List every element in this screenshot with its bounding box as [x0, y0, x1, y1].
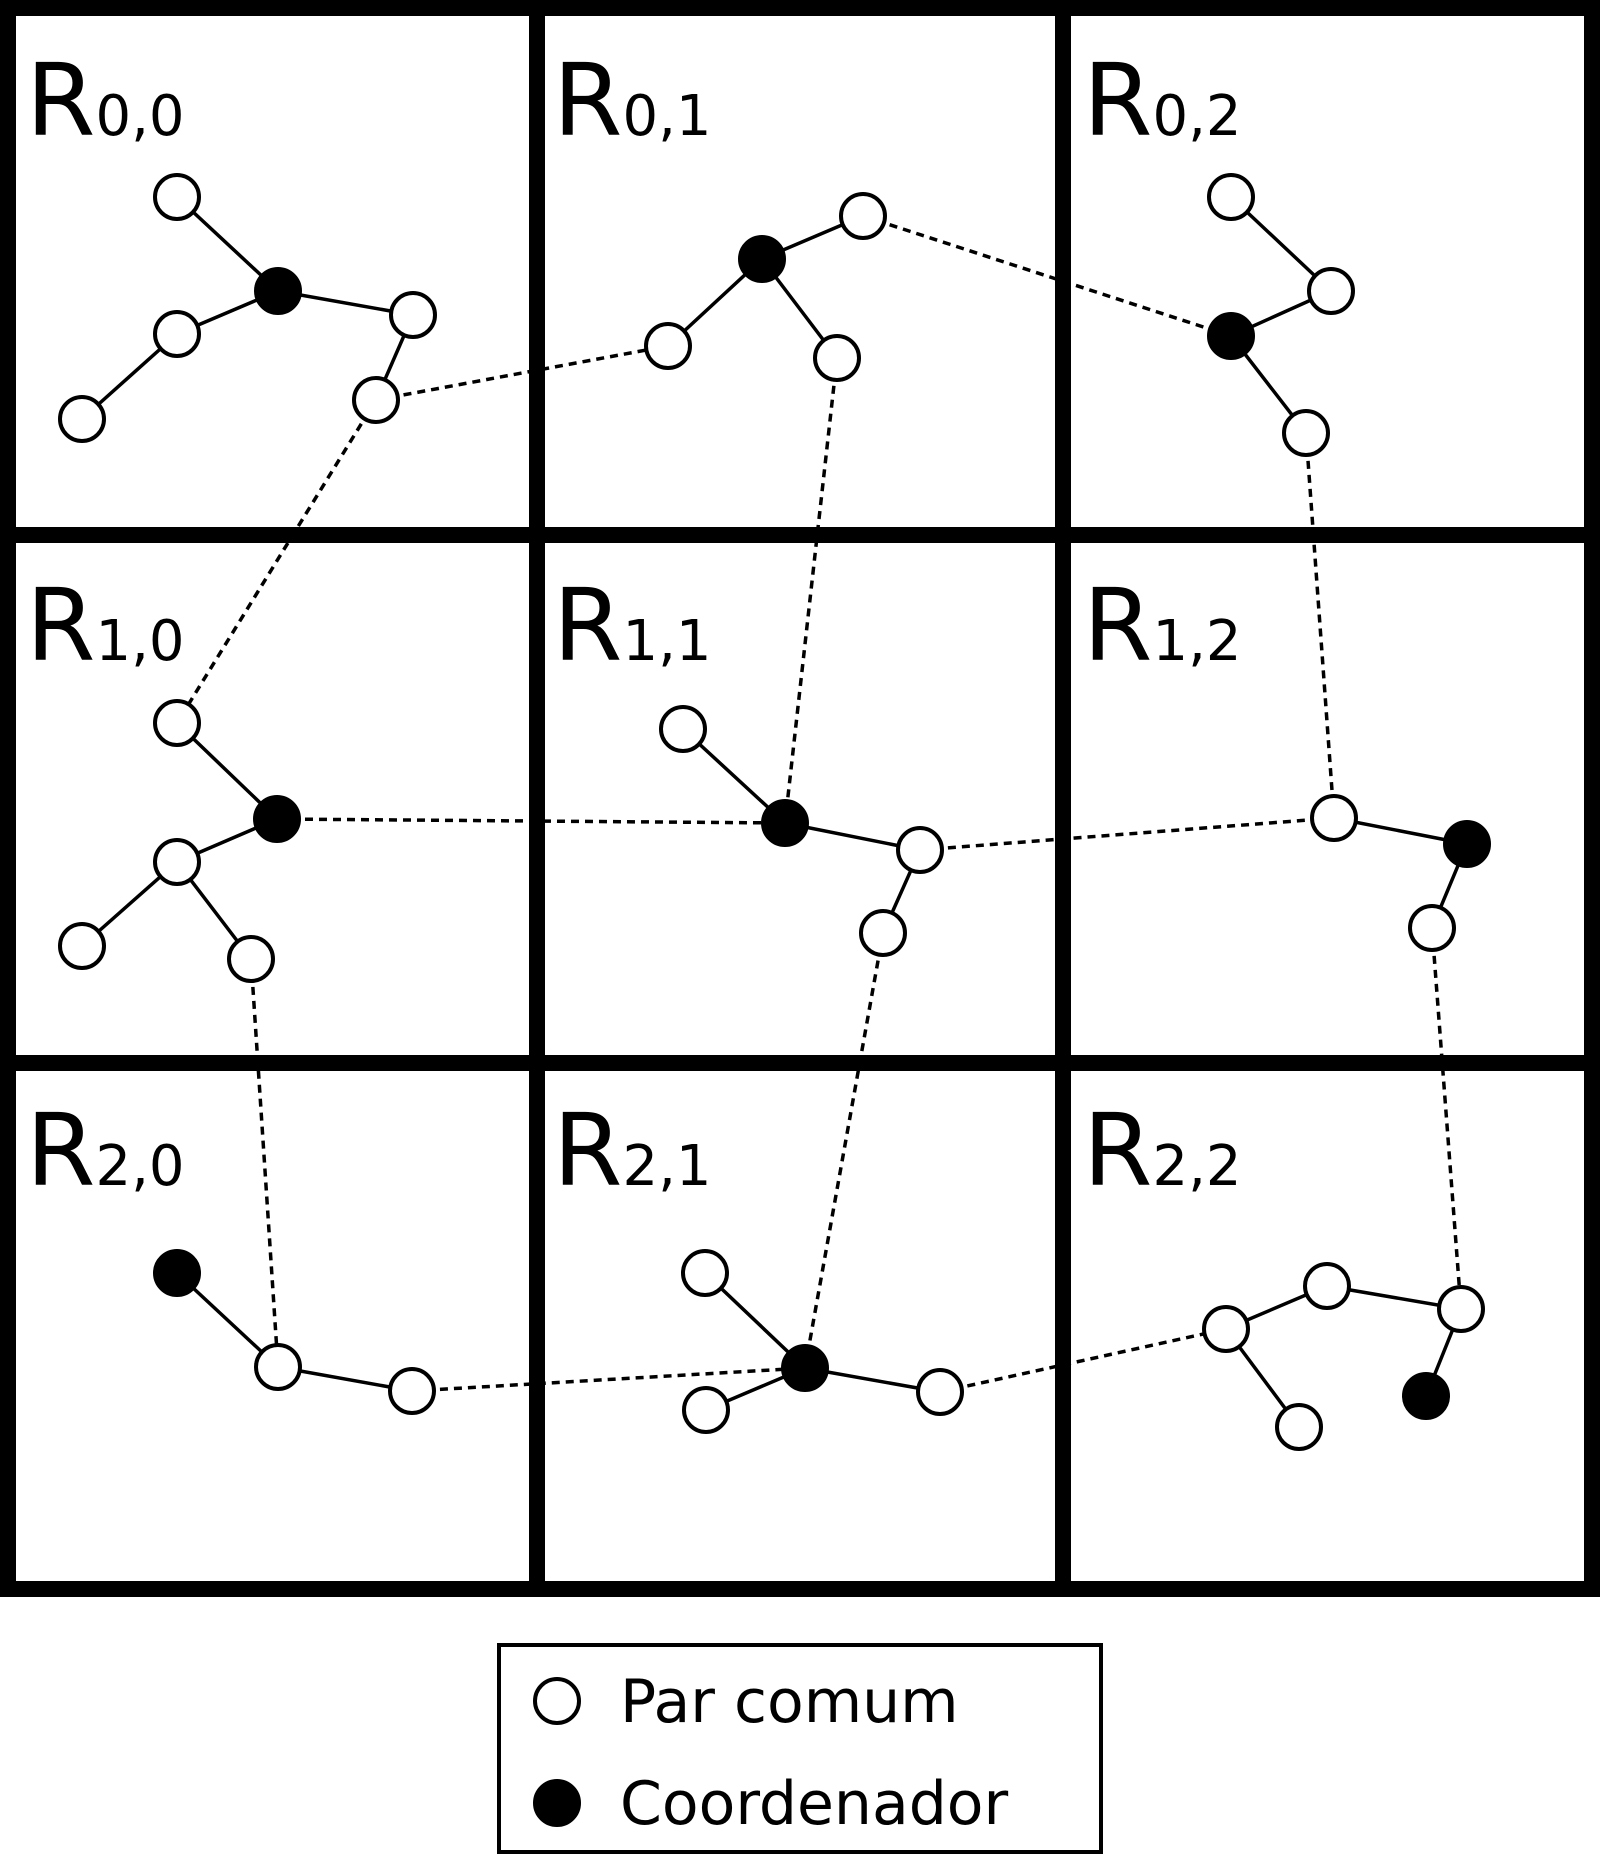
peer-node	[153, 173, 201, 221]
dashed-link	[411, 1366, 806, 1393]
peer-node	[916, 1368, 964, 1416]
dashed-links	[175, 214, 1463, 1394]
nodes	[58, 173, 1491, 1451]
coordinator-node	[254, 267, 302, 315]
peer-node	[1275, 1403, 1323, 1451]
region-labels: R0,0 R0,1 R0,2 R1,0 R1,1 R1,2 R2,0 R2,1 …	[26, 42, 1242, 1209]
region-label-r10: R1,0	[26, 567, 185, 684]
legend-peer-icon	[533, 1677, 581, 1725]
legend: Par comum Coordenador	[497, 1643, 1103, 1854]
peer-node	[659, 705, 707, 753]
peer-node	[153, 838, 201, 886]
region-label-r11: R1,1	[553, 567, 712, 684]
peer-node	[153, 310, 201, 358]
dashed-link	[249, 958, 280, 1368]
coordinator-node	[761, 799, 809, 847]
peer-node	[681, 1249, 729, 1297]
region-label-r21: R2,1	[553, 1092, 712, 1209]
dashed-link	[919, 816, 1335, 852]
peer-node	[1307, 267, 1355, 315]
legend-coordinator-label: Coordenador	[620, 1769, 1009, 1839]
region-label-r12: R1,2	[1083, 567, 1242, 684]
dashed-link	[1430, 927, 1463, 1310]
dashed-link	[375, 344, 669, 402]
peer-node	[254, 1343, 302, 1391]
peer-node	[352, 376, 400, 424]
coordinator-node	[153, 1249, 201, 1297]
coordinator-node	[738, 235, 786, 283]
peer-node	[58, 395, 106, 443]
region-label-r01: R0,1	[553, 42, 712, 159]
region-label-r22: R2,2	[1083, 1092, 1242, 1209]
region-label-r02: R0,2	[1083, 42, 1242, 159]
coordinator-node	[1402, 1372, 1450, 1420]
peer-node	[389, 291, 437, 339]
peer-node	[1207, 173, 1255, 221]
dashed-link	[939, 1327, 1227, 1394]
peer-node	[1303, 1262, 1351, 1310]
legend-box	[497, 1643, 1103, 1854]
peer-node	[1310, 794, 1358, 842]
peer-node	[1282, 409, 1330, 457]
dashed-link	[175, 399, 378, 724]
legend-peer-label: Par comum	[620, 1667, 959, 1737]
peer-node	[153, 699, 201, 747]
peer-node	[859, 909, 907, 957]
dashed-link	[862, 214, 1232, 338]
dashed-link	[1304, 432, 1336, 819]
peer-node	[1437, 1285, 1485, 1333]
dashed-link	[803, 932, 885, 1369]
peer-node	[839, 192, 887, 240]
dashed-link	[276, 817, 786, 825]
grid	[0, 0, 1600, 1597]
dashed-link	[783, 357, 839, 824]
peer-node	[388, 1367, 436, 1415]
region-label-r20: R2,0	[26, 1092, 185, 1209]
peer-node	[1408, 904, 1456, 952]
peer-node	[1202, 1305, 1250, 1353]
grid-border	[0, 0, 1600, 1597]
peer-node	[227, 935, 275, 983]
region-label-r00: R0,0	[26, 42, 185, 159]
peer-node	[58, 922, 106, 970]
peer-node	[813, 334, 861, 382]
peer-node	[682, 1386, 730, 1434]
peer-node	[896, 826, 944, 874]
coordinator-node	[781, 1344, 829, 1392]
peer-node	[644, 322, 692, 370]
legend-coordinator-icon	[533, 1779, 581, 1827]
coordinator-node	[1207, 312, 1255, 360]
coordinator-node	[1443, 820, 1491, 868]
coordinator-node	[253, 795, 301, 843]
